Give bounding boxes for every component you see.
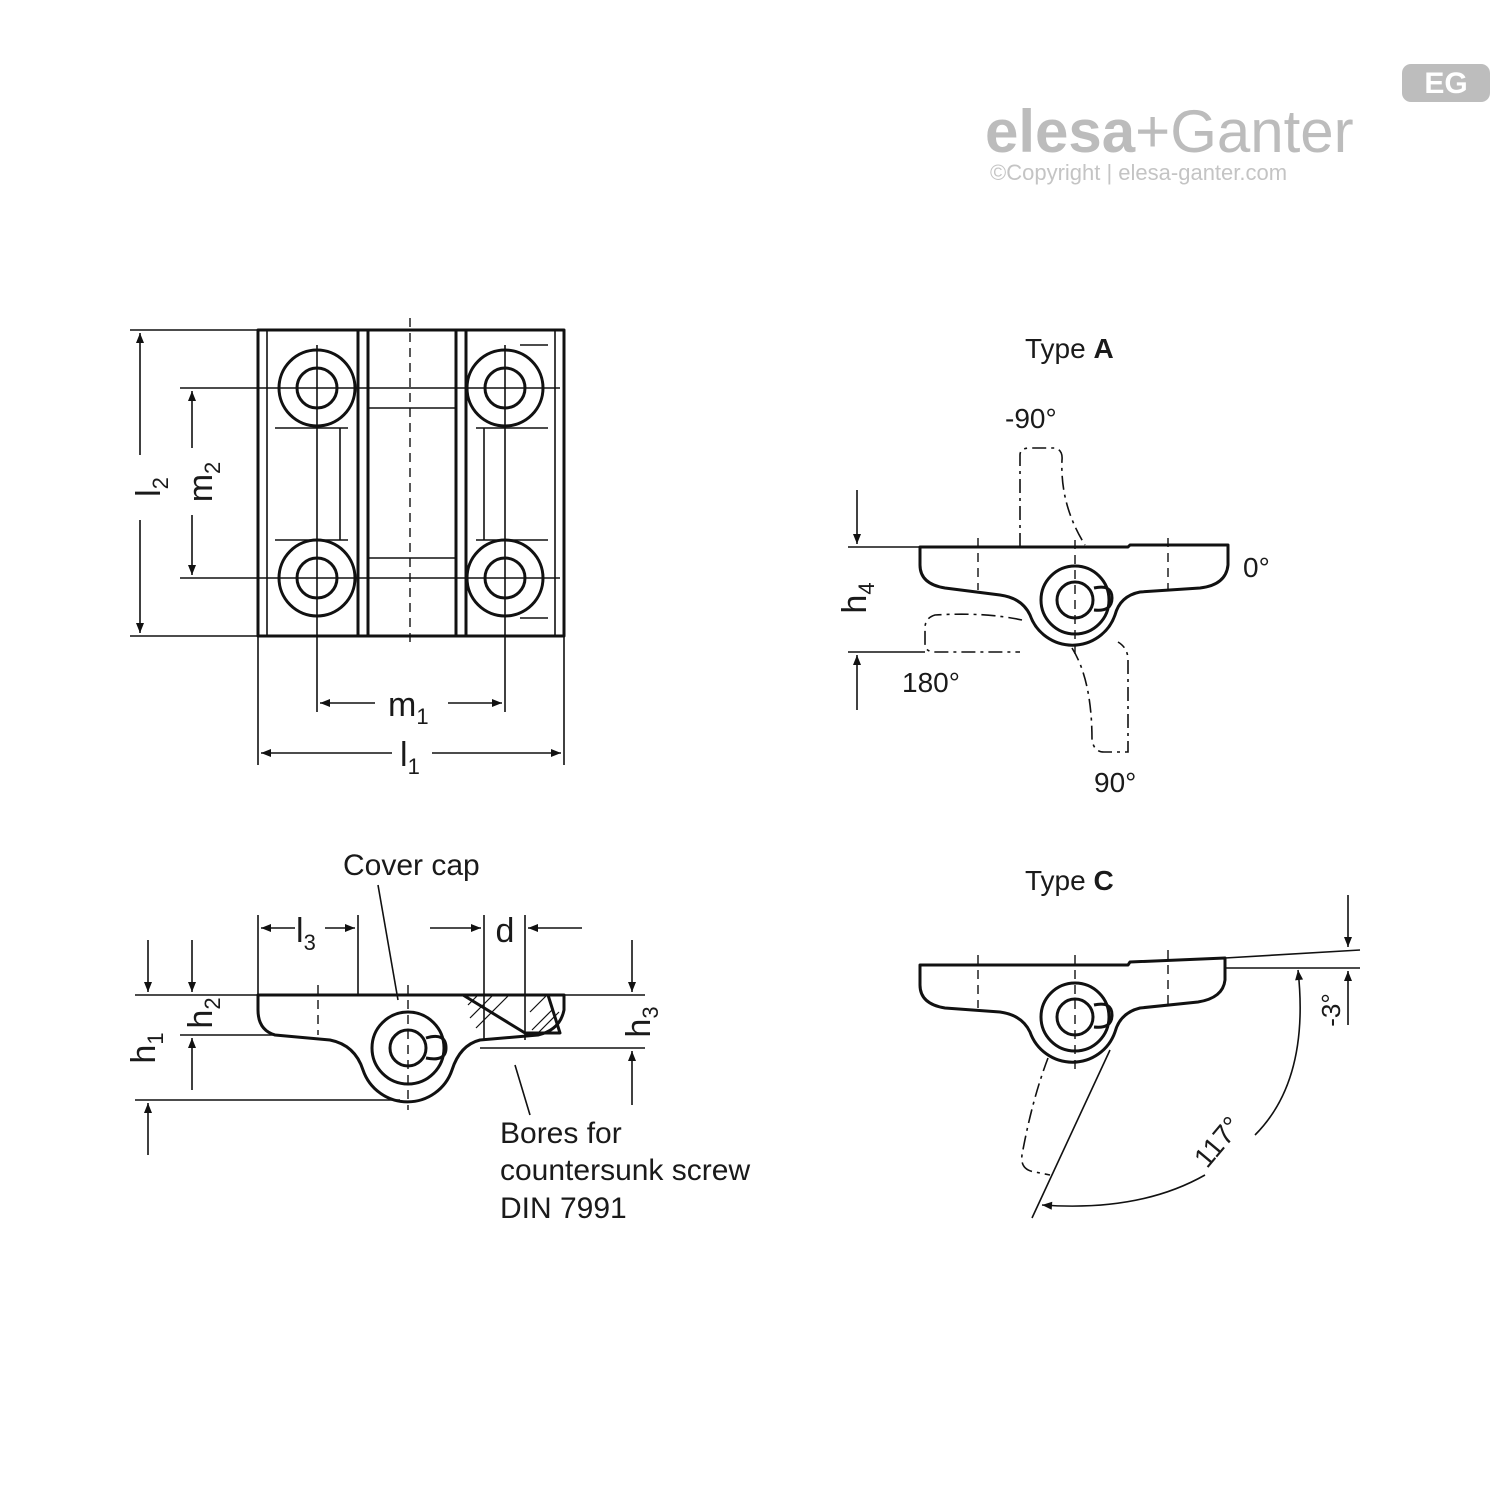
cover-cap-leader [377,884,399,1001]
dim-h2-label: h2 [182,997,225,1028]
type-a-leaf-minus90 [1019,447,1086,547]
side-view: l3 d h1 h2 h3 Cover cap Bores for counte… [125,849,750,1225]
copyright-text: ©Copyright | elesa-ganter.com [990,160,1287,185]
dim-l2-label: l2 [130,477,173,497]
type-c-arc-lower [1041,1174,1206,1210]
eg-badge: EG [1402,64,1490,102]
dim-d-label: d [496,912,515,950]
type-c-title: Type C [1025,865,1114,896]
side-view-body [256,993,566,1104]
type-c-angle-117: 117° [1188,1111,1248,1174]
dim-l3-label: l3 [296,912,316,955]
bores-label-line2: countersunk screw [500,1154,750,1187]
type-a-angle-minus90: -90° [1005,403,1057,434]
type-a-leaf-180 [924,613,1023,653]
section-hatching [467,994,560,1034]
bores-label-line3: DIN 7991 [500,1192,627,1225]
top-view-outline [256,328,566,638]
type-a-angle-180: 180° [902,667,960,698]
type-c-body [918,956,1227,1064]
type-c-arc-upper [1254,969,1304,1136]
dim-l1-label: l1 [400,736,420,779]
top-view: l2 m2 m1 l1 [130,318,566,779]
type-a-angle-90: 90° [1094,767,1136,798]
brand-logo: EG elesa+Ganter ©Copyright | elesa-gante… [985,64,1490,185]
type-c-angle-minus3: -3° [1316,993,1346,1027]
type-c-leaf-swung [1020,1057,1051,1176]
brand-name: elesa+Ganter [985,98,1354,165]
dim-h4-label: h4 [836,582,879,613]
type-a-title: Type A [1025,333,1114,364]
bores-label-line1: Bores for [500,1117,622,1150]
bores-leader [514,1064,531,1116]
dim-h1-label: h1 [125,1032,168,1063]
dim-m2-label: m2 [182,462,225,503]
dim-h3-label: h3 [620,1006,663,1037]
type-a-body [918,543,1230,647]
cover-cap-label: Cover cap [343,849,480,882]
dim-m1-label: m1 [388,686,429,729]
type-a-leaf-90 [1071,641,1129,753]
eg-badge-text: EG [1424,67,1467,100]
type-a-view: Type A -90° 0° 180° 90° h4 [836,333,1270,798]
type-a-angle-0: 0° [1243,552,1270,583]
countersink-section [461,993,562,1035]
type-c-view: Type C -3° 117° [918,865,1361,1219]
